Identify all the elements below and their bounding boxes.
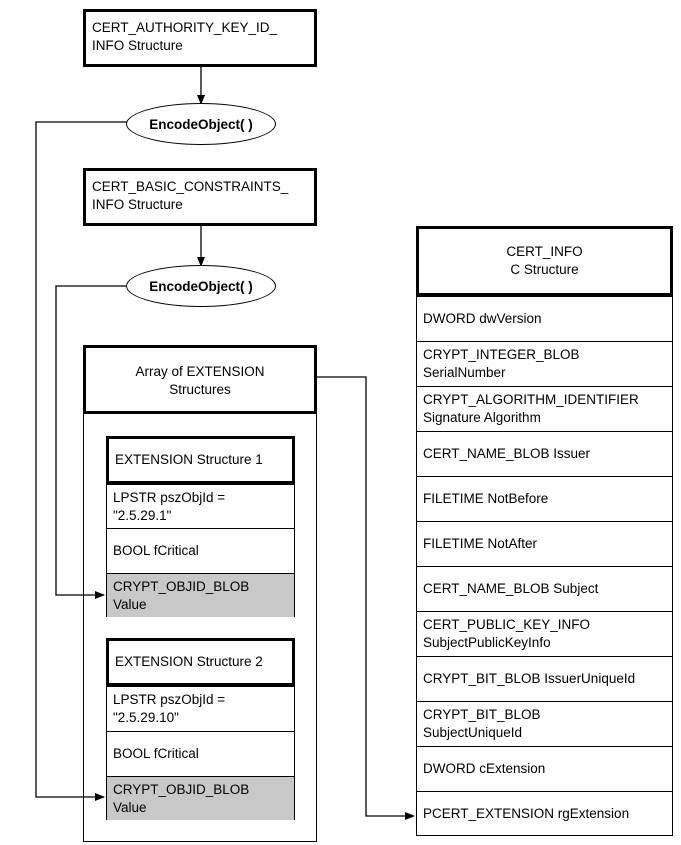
cert-info-field: CRYPT_ALGORITHM_IDENTIFIER Signature Algo… xyxy=(417,386,672,431)
cert-info-field-line1: CERT_NAME_BLOB Subject xyxy=(423,581,599,596)
cert-basic-constraints-line2: INFO Structure xyxy=(92,197,183,212)
cert-info-field-text: FILETIME NotBefore xyxy=(423,490,548,508)
cert-info-field: CERT_NAME_BLOB Issuer xyxy=(417,431,672,476)
cert-authority-key-id-line1: CERT_AUTHORITY_KEY_ID_ xyxy=(92,20,278,35)
extension-2-critical: BOOL fCritical xyxy=(107,731,294,776)
cert-info-field-text: CRYPT_INTEGER_BLOB SerialNumber xyxy=(423,346,580,382)
arrow-array-to-rgextension xyxy=(316,376,415,820)
extension-1-value-line2: Value xyxy=(113,596,147,612)
extension-2-critical-label: BOOL fCritical xyxy=(113,746,199,761)
extension-2-header-label: EXTENSION Structure 2 xyxy=(115,654,263,669)
cert-info-title-line1: CERT_INFO xyxy=(506,244,583,259)
cert-info-field: DWORD dwVersion xyxy=(417,296,672,341)
cert-info-field-line1: DWORD dwVersion xyxy=(423,311,542,326)
cert-info-field-text: CERT_PUBLIC_KEY_INFO SubjectPublicKeyInfo xyxy=(423,616,590,652)
extension-2-header: EXTENSION Structure 2 xyxy=(106,638,295,686)
cert-info-header: CERT_INFO C Structure xyxy=(416,226,673,296)
extension-1-header-label: EXTENSION Structure 1 xyxy=(115,452,263,467)
extension-1-objid: LPSTR pszObjId = "2.5.29.1" xyxy=(107,484,294,528)
encode-object-2-label: EncodeObject( ) xyxy=(149,278,253,294)
extension-2-value-line1: CRYPT_OBJID_BLOB xyxy=(113,781,250,797)
cert-authority-key-id-line2: INFO Structure xyxy=(92,38,183,53)
extension-2-value-line2: Value xyxy=(113,799,147,815)
cert-info-field: CRYPT_INTEGER_BLOB SerialNumber xyxy=(417,341,672,386)
cert-info-field-line1: CERT_PUBLIC_KEY_INFO xyxy=(423,617,591,632)
cert-info-field-text: FILETIME NotAfter xyxy=(423,535,537,553)
cert-info-field: CERT_NAME_BLOB Subject xyxy=(417,566,672,611)
encode-object-1-label: EncodeObject( ) xyxy=(149,116,253,132)
cert-info-title-line2: C Structure xyxy=(510,262,579,277)
cert-info-field-line1: FILETIME NotBefore xyxy=(423,491,549,506)
cert-info-field-line1: CERT_NAME_BLOB Issuer xyxy=(423,446,591,461)
cert-info-field: FILETIME NotBefore xyxy=(417,476,672,521)
cert-info-field: PCERT_EXTENSION rgExtension xyxy=(417,791,672,836)
extension-1-objid-line2: "2.5.29.1" xyxy=(113,507,172,523)
extension-array-title-line2: Structures xyxy=(169,382,231,397)
extension-2-objid-line2: "2.5.29.10" xyxy=(113,710,179,725)
cert-authority-key-id-info-box: CERT_AUTHORITY_KEY_ID_ INFO Structure xyxy=(83,9,317,67)
extension-2-objid: LPSTR pszObjId = "2.5.29.10" xyxy=(107,686,294,731)
cert-info-field-line2: SubjectPublicKeyInfo xyxy=(423,635,551,650)
cert-info-field-text: DWORD dwVersion xyxy=(423,310,542,328)
cert-info-field-line2: SubjectUniqueId xyxy=(423,725,523,740)
cert-info-field: CRYPT_BIT_BLOB IssuerUniqueId xyxy=(417,656,672,701)
cert-info-field-line1: CRYPT_INTEGER_BLOB xyxy=(423,347,580,362)
cert-info-field-line1: PCERT_EXTENSION rgExtension xyxy=(423,806,630,821)
cert-info-field-text: CRYPT_BIT_BLOB IssuerUniqueId xyxy=(423,670,635,688)
cert-info-field-line1: CRYPT_BIT_BLOB IssuerUniqueId xyxy=(423,671,636,686)
cert-info-field-text: CRYPT_BIT_BLOB SubjectUniqueId xyxy=(423,706,541,742)
cert-info-field-line2: Signature Algorithm xyxy=(423,410,541,425)
extension-1-value: CRYPT_OBJID_BLOB Value xyxy=(107,573,294,617)
cert-info-field: CRYPT_BIT_BLOB SubjectUniqueId xyxy=(417,701,672,746)
cert-info-field-line2: SerialNumber xyxy=(423,365,506,380)
encode-object-2: EncodeObject( ) xyxy=(126,265,276,307)
cert-info-field: DWORD cExtension xyxy=(417,746,672,791)
cert-info-field-text: CERT_NAME_BLOB Issuer xyxy=(423,445,590,463)
cert-info-field-text: CERT_NAME_BLOB Subject xyxy=(423,580,598,598)
extension-2-objid-line1: LPSTR pszObjId = xyxy=(113,692,226,707)
cert-basic-constraints-line1: CERT_BASIC_CONSTRAINTS_ xyxy=(92,179,289,194)
cert-basic-constraints-info-box: CERT_BASIC_CONSTRAINTS_ INFO Structure xyxy=(83,168,317,226)
encode-object-1: EncodeObject( ) xyxy=(126,103,276,145)
arrow-encode1-to-ext2-value xyxy=(35,121,127,801)
cert-info-field-text: DWORD cExtension xyxy=(423,760,545,778)
cert-info-field-line1: CRYPT_BIT_BLOB xyxy=(423,707,541,722)
cert-info-field-line1: FILETIME NotAfter xyxy=(423,536,538,551)
extension-1-objid-line1: LPSTR pszObjId = xyxy=(113,489,226,505)
cert-info-field-line1: CRYPT_ALGORITHM_IDENTIFIER xyxy=(423,392,639,407)
extension-array-header: Array of EXTENSION Structures xyxy=(83,345,317,414)
extension-1-header: EXTENSION Structure 1 xyxy=(106,436,295,484)
cert-info-field-text: CRYPT_ALGORITHM_IDENTIFIER Signature Algo… xyxy=(423,391,639,427)
cert-info-field-text: PCERT_EXTENSION rgExtension xyxy=(423,805,629,823)
extension-1-critical-label: BOOL fCritical xyxy=(113,543,199,558)
extension-1-value-line1: CRYPT_OBJID_BLOB xyxy=(113,578,250,594)
extension-1-critical: BOOL fCritical xyxy=(107,528,294,573)
arrow-encode2-to-ext1-value xyxy=(55,285,127,599)
extension-2-value: CRYPT_OBJID_BLOB Value xyxy=(107,776,294,820)
cert-info-field-line1: DWORD cExtension xyxy=(423,761,546,776)
cert-info-field: FILETIME NotAfter xyxy=(417,521,672,566)
extension-array-title-line1: Array of EXTENSION xyxy=(135,364,265,379)
cert-info-field: CERT_PUBLIC_KEY_INFO SubjectPublicKeyInfo xyxy=(417,611,672,656)
